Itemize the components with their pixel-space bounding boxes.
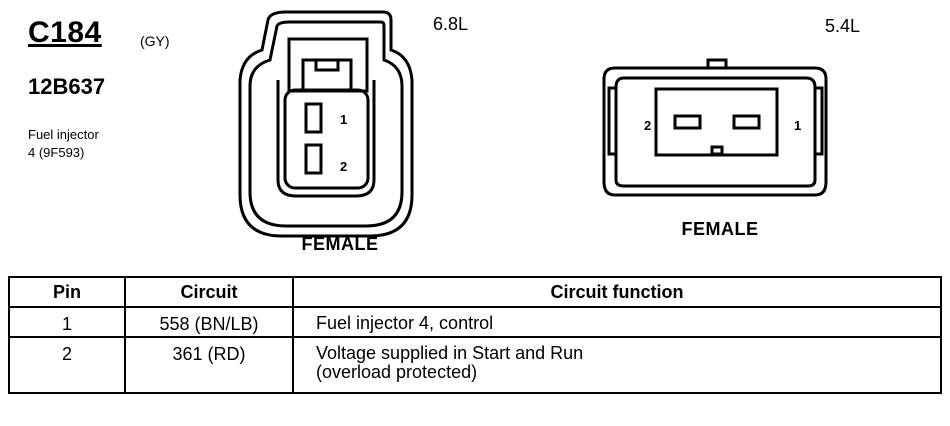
cell-pin: 2 [8, 336, 126, 394]
part-number: 12B637 [28, 74, 106, 99]
table-header-row: Pin Circuit Circuit function [8, 276, 942, 308]
table-row: 2 361 (RD) Voltage supplied in Start and… [8, 336, 942, 394]
engine-label-5-4l: 5.4L [825, 16, 860, 36]
header-circuit-function: Circuit function [292, 276, 942, 308]
table-row: 1 558 (BN/LB) Fuel injector 4, control [8, 306, 942, 338]
cell-circuit: 361 (RD) [124, 336, 294, 394]
connector-5-4l-drawing [602, 58, 828, 197]
connector-6-8l-drawing [238, 10, 414, 238]
cell-function: Fuel injector 4, control [292, 306, 942, 338]
pin-number-2-5-4l: 2 [644, 118, 651, 133]
connector-description: Fuel injector [28, 127, 99, 142]
function-line: (overload protected) [316, 362, 478, 382]
cell-circuit: 558 (BN/LB) [124, 306, 294, 338]
engine-label-6-8l: 6.8L [433, 14, 468, 34]
function-line: Fuel injector 4, control [316, 313, 494, 333]
function-line: Voltage supplied in Start and Run [316, 343, 584, 363]
gender-label-6-8l: FEMALE [302, 234, 379, 254]
cell-function: Voltage supplied in Start and Run (overl… [292, 336, 942, 394]
connector-description-ref: 4 (9F593) [28, 145, 85, 160]
connector-code: C184 [28, 16, 102, 49]
pin-number-1-5-4l: 1 [794, 118, 801, 133]
pin-table: Pin Circuit Circuit function 1 558 (BN/L… [8, 276, 942, 394]
header-pin: Pin [8, 276, 126, 308]
pin-number-2-6-8l: 2 [340, 159, 347, 174]
pin-number-1-6-8l: 1 [340, 112, 347, 127]
header-circuit: Circuit [124, 276, 294, 308]
connector-color: (GY) [140, 33, 170, 49]
cell-pin: 1 [8, 306, 126, 338]
gender-label-5-4l: FEMALE [682, 219, 759, 239]
